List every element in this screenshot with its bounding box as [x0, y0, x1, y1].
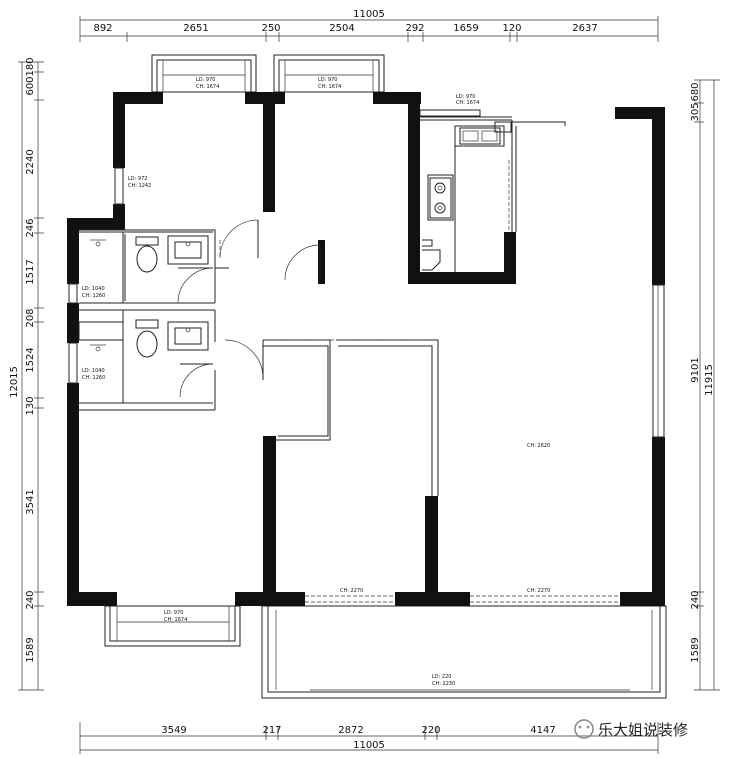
top-dim-2: 2651 — [183, 23, 208, 34]
right-dim-3: 240 — [690, 590, 701, 609]
balcony-door1: CH: 2270 — [340, 588, 363, 594]
left-dim-3: 2240 — [25, 149, 36, 174]
right-dim-4: 1589 — [690, 637, 701, 662]
right-main-dim: 9101 — [690, 357, 701, 382]
bottom-dim-3: 2872 — [338, 725, 363, 736]
toilet-icon — [135, 236, 159, 273]
top-dim-5: 292 — [405, 23, 424, 34]
bath1-ld: LD: 1040 — [82, 286, 105, 292]
bottom-dim-2: 217 — [262, 725, 281, 736]
left-dim-4: 246 — [25, 218, 36, 237]
right-dim-2: 305 — [690, 102, 701, 121]
win-bottom-ld: LD: 970 — [164, 610, 183, 616]
top-total-dim: 11005 — [353, 9, 385, 20]
left-dimensions: 12015 180 600 2240 246 1517 208 1524 130… — [9, 57, 44, 691]
bath1-ch: CH: 1260 — [82, 293, 105, 299]
toilet-icon — [135, 319, 159, 358]
kitchen-sink-icon — [459, 127, 501, 145]
walls — [67, 92, 665, 606]
bottom-dim-5: 4147 — [530, 725, 555, 736]
bath2-ch: CH: 1260 — [82, 375, 105, 381]
bath2-ld: LD: 1040 — [82, 368, 105, 374]
win-bedroom1-ch: CH: 1674 — [196, 84, 219, 90]
fixtures — [78, 127, 501, 358]
win-kitchen-ld: LD: 970 — [456, 94, 475, 100]
top-dim-8: 2637 — [572, 23, 597, 34]
balcony-ch: CH: 2230 — [432, 681, 455, 687]
left-dim-9: 3541 — [25, 489, 36, 514]
win-side-ld: LD: 972 — [128, 176, 147, 182]
watermark: 乐大姐说装修 — [574, 719, 688, 739]
doors — [177, 219, 321, 398]
right-dimensions: 680 305 9101 11915 240 1589 — [690, 79, 720, 691]
win-side-ch: CH: 1242 — [128, 183, 151, 189]
top-dim-6: 1659 — [453, 23, 478, 34]
balcony-door2: CH: 2270 — [527, 588, 550, 594]
left-dim-5: 1517 — [25, 259, 36, 284]
bay-window-bottom-bedroom — [104, 605, 241, 647]
bottom-dimensions: 3549 217 2872 220 4147 11005 — [79, 722, 659, 754]
left-dim-10: 240 — [25, 590, 36, 609]
left-dim-11: 1589 — [25, 637, 36, 662]
win-bottom-ch: CH: 1674 — [164, 617, 187, 623]
balcony — [261, 605, 667, 699]
left-dim-7: 1524 — [25, 347, 36, 372]
right-dim-1: 680 — [690, 82, 701, 101]
bay-window-bedroom-2 — [273, 54, 385, 93]
room-labels: LD: 970 CH: 1674 LD: 970 CH: 1674 LD: 97… — [82, 77, 550, 687]
stove-icon — [429, 177, 452, 219]
interior-partitions — [79, 116, 566, 496]
top-dim-1: 892 — [93, 23, 112, 34]
win-bedroom2-ch: CH: 1674 — [318, 84, 341, 90]
win-bedroom2-ld: LD: 970 — [318, 77, 337, 83]
top-dim-7: 120 — [502, 23, 521, 34]
top-dimensions: 11005 892 2651 250 2504 292 1659 120 263… — [79, 9, 659, 42]
left-dim-6: 208 — [25, 308, 36, 327]
top-dim-3: 250 — [261, 23, 280, 34]
win-bedroom1-ld: LD: 970 — [196, 77, 215, 83]
balcony-ld: LD: 220 — [432, 674, 451, 680]
bottom-dim-4: 220 — [421, 725, 440, 736]
shower-icon — [90, 239, 106, 352]
left-total-dim: 12015 — [9, 366, 20, 398]
right-total-dim: 11915 — [704, 364, 715, 396]
bottom-dim-1: 3549 — [161, 725, 186, 736]
bay-window-bedroom-1 — [151, 54, 257, 93]
living-ch: CH: 2620 — [527, 443, 550, 449]
sliding-doors — [264, 160, 620, 603]
bottom-total-dim: 11005 — [353, 740, 385, 751]
win-kitchen-ch: CH: 1674 — [456, 100, 479, 106]
left-dim-1: 180 — [25, 57, 36, 76]
watermark-text: 乐大姐说装修 — [598, 721, 688, 739]
sink-icon — [167, 235, 209, 265]
left-dim-2: 600 — [25, 76, 36, 95]
sink-icon — [167, 321, 209, 351]
left-dim-8: 130 — [25, 396, 36, 415]
top-dim-4: 2504 — [329, 23, 354, 34]
windows — [68, 109, 665, 438]
